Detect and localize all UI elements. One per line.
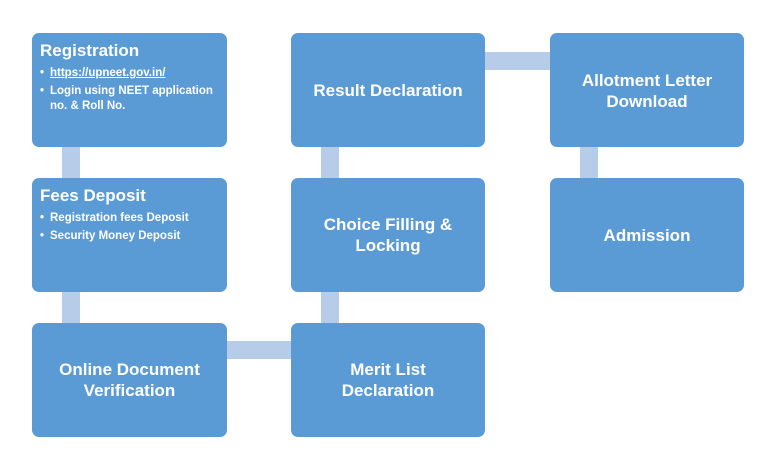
connector-verification-merit <box>227 341 291 359</box>
fees-registration-text: Registration fees Deposit <box>50 212 189 224</box>
bullet-dot: • <box>40 85 45 97</box>
step-merit-title: Merit List Declaration <box>341 360 435 400</box>
step-verification-title: Online Document Verification <box>59 360 200 400</box>
registration-bullet-item: • Login using NEET application no. & Rol… <box>40 84 219 114</box>
registration-login-text: Login using NEET application no. & Roll … <box>50 85 213 112</box>
connector-allotment-admission <box>580 147 598 178</box>
connector-registration-fees <box>62 147 80 178</box>
step-registration: Registration • https://upneet.gov.in/ • … <box>32 33 227 147</box>
connector-fees-verification <box>62 292 80 323</box>
bullet-dot: • <box>40 212 45 224</box>
fees-security-text: Security Money Deposit <box>50 230 181 242</box>
registration-url-link[interactable]: https://upneet.gov.in/ <box>50 67 166 79</box>
step-result-declaration: Result Declaration <box>291 33 485 147</box>
step-allotment-title: Allotment Letter Download <box>581 71 713 111</box>
step-admission: Admission <box>550 178 744 292</box>
connector-result-allotment <box>485 52 550 70</box>
registration-bullet-list: • https://upneet.gov.in/ • Login using N… <box>40 66 219 114</box>
fees-bullet-item: • Registration fees Deposit <box>40 211 219 226</box>
step-merit-list-declaration: Merit List Declaration <box>291 323 485 437</box>
step-admission-title: Admission <box>603 225 691 245</box>
step-result-title: Result Declaration <box>313 80 463 100</box>
step-fees-deposit-title: Fees Deposit <box>40 186 146 205</box>
step-choice-filling-locking: Choice Filling & Locking <box>291 178 485 292</box>
fees-bullet-item: • Security Money Deposit <box>40 229 219 244</box>
bullet-dot: • <box>40 230 45 242</box>
registration-bullet-item: • https://upneet.gov.in/ <box>40 66 219 81</box>
connector-merit-choice <box>321 292 339 323</box>
connector-choice-result <box>321 147 339 178</box>
bullet-dot: • <box>40 67 45 79</box>
step-choice-title: Choice Filling & Locking <box>323 215 453 255</box>
step-fees-deposit: Fees Deposit • Registration fees Deposit… <box>32 178 227 292</box>
step-registration-title: Registration <box>40 41 140 60</box>
step-online-document-verification: Online Document Verification <box>32 323 227 437</box>
fees-bullet-list: • Registration fees Deposit • Security M… <box>40 211 219 244</box>
step-allotment-letter-download: Allotment Letter Download <box>550 33 744 147</box>
